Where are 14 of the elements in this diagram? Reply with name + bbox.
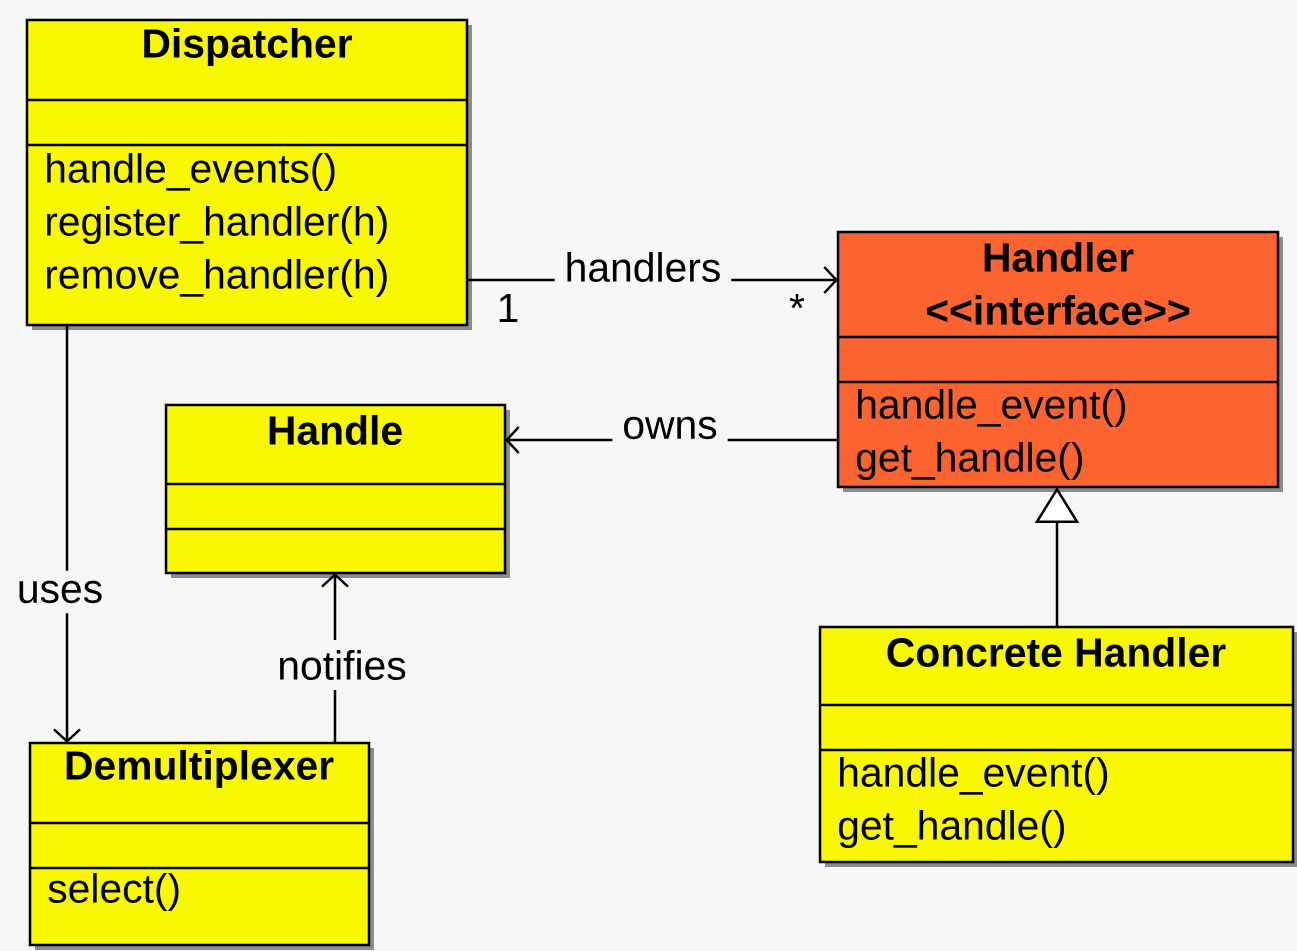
class-name: <<interface>>: [926, 295, 1190, 325]
method-name: handle_event(): [840, 756, 1108, 795]
class-name: Concrete Handler: [887, 637, 1226, 667]
edge-label: notifies: [267, 640, 417, 690]
method-name: get_handle(): [856, 441, 1082, 481]
edge-label: handlers: [554, 242, 732, 292]
class-name: Handler: [984, 242, 1134, 272]
method-name: get_handle(): [838, 809, 1064, 849]
multiplicity-label: 1: [499, 293, 518, 323]
edge-label: owns: [612, 406, 728, 450]
association-arrow: [53, 325, 81, 743]
edge-label: uses: [6, 570, 114, 614]
method-name: handle_event(): [858, 389, 1126, 427]
multiplicity-label: *: [789, 293, 805, 309]
